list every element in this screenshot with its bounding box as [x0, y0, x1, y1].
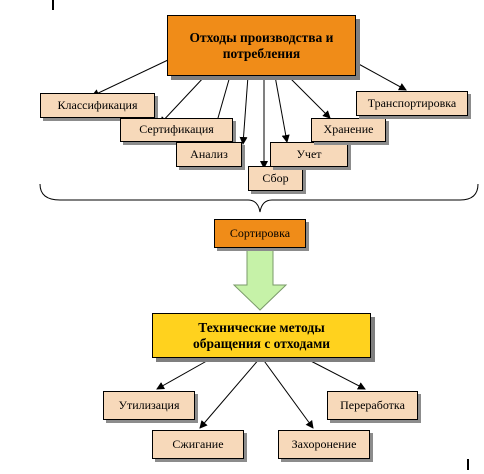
utilization-box: Утилизация — [103, 391, 195, 420]
processing-box: Переработка — [327, 391, 418, 420]
grouping-brace — [39, 183, 479, 213]
technical-methods-label: Технические методы обращения с отходами — [192, 319, 331, 351]
classification-box: Классификация — [40, 93, 155, 118]
arrow-to-transportation — [354, 61, 407, 91]
incineration-label: Сжигание — [172, 436, 224, 451]
fan-out-arrows — [91, 59, 407, 169]
sorting-label: Сортировка — [229, 225, 291, 240]
arrow-to-analysis-2 — [239, 75, 249, 145]
analysis-label: Анализ — [190, 146, 228, 161]
collection-box: Сбор — [248, 166, 303, 191]
arrow-to-accounting — [274, 75, 290, 143]
arrow-to-classification — [91, 59, 169, 97]
storage-box: Хранение — [311, 118, 386, 142]
burial-label: Захоронение — [291, 436, 357, 451]
processing-label: Переработка — [340, 397, 405, 412]
burial-box: Захоронение — [278, 430, 370, 459]
corner-mark-left — [52, 0, 54, 10]
down-arrow-icon — [232, 249, 288, 311]
accounting-label: Учет — [296, 146, 322, 161]
arrow-to-utilization — [156, 357, 213, 390]
certification-box: Сертификация — [120, 118, 233, 142]
waste-title-label: Отходы производства и потребления — [189, 29, 334, 61]
waste-title-box: Отходы производства и потребления — [167, 15, 356, 76]
corner-mark-right — [467, 459, 469, 470]
arrow-to-burial — [261, 357, 314, 429]
method-arrows — [156, 357, 366, 429]
collection-label: Сбор — [262, 170, 289, 185]
transportation-box: Транспортировка — [356, 91, 468, 116]
storage-label: Хранение — [323, 122, 374, 137]
arrow-to-storage — [287, 75, 331, 119]
accounting-box: Учет — [270, 142, 348, 167]
incineration-box: Сжигание — [152, 430, 244, 459]
arrow-to-incineration — [199, 357, 261, 429]
transportation-label: Транспортировка — [367, 95, 457, 110]
utilization-label: Утилизация — [118, 397, 180, 412]
technical-methods-box: Технические методы обращения с отходами — [152, 313, 371, 358]
certification-label: Сертификация — [139, 122, 214, 137]
arrow-to-certification — [159, 75, 206, 125]
classification-label: Классификация — [57, 97, 138, 112]
arrow-to-processing — [304, 357, 366, 390]
sorting-box: Сортировка — [214, 219, 306, 248]
analysis-box: Анализ — [176, 142, 242, 167]
